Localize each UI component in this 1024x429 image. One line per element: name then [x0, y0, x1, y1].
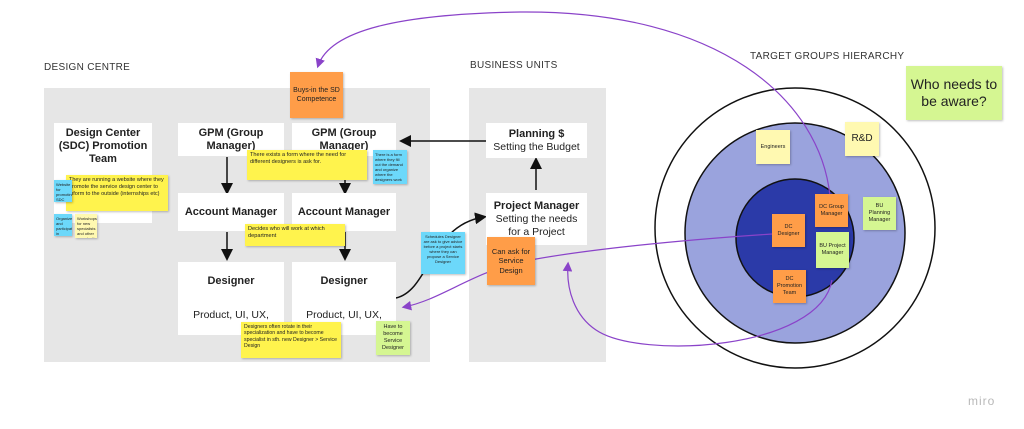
acct-right-title: Account Manager: [297, 205, 391, 218]
pm-sub: Setting the needs for a Project: [495, 212, 578, 238]
acct-left-title: Account Manager: [184, 205, 278, 218]
note-website-promoting: Website for promoting SDC: [54, 180, 72, 202]
note-schedules: Schedules Designer are ask to give advic…: [421, 232, 465, 274]
note-buys-in: Buys-in the SD Competence: [290, 72, 343, 118]
note-dc-promotion-team: DC Promotion Team: [773, 270, 806, 303]
note-decides: Decides who will work at which departmen…: [245, 224, 345, 246]
miro-logo: miro: [968, 394, 996, 408]
business-units-heading: BUSINESS UNITS: [470, 60, 558, 71]
note-have-to-become: Have to become Service Designer: [376, 321, 410, 355]
note-form-exists: There exists a form where the need for d…: [247, 150, 367, 180]
promo-team-title: Design Center (SDC) Promotion Team: [58, 127, 148, 165]
note-bu-project-manager: BU Project Manager: [816, 232, 849, 268]
gpm-left-title: GPM (Group Manager): [198, 126, 264, 152]
note-organize-events: Organize and participate in fairs/confer…: [54, 214, 72, 236]
planning-sub: Setting the Budget: [493, 140, 580, 153]
pm-card: Project Manager Setting the needs for a …: [486, 193, 587, 245]
gpm-right-title: GPM (Group Manager): [311, 126, 377, 152]
note-form-filled: There is a form where they fill out the …: [373, 150, 407, 184]
designer-right-sub: Product, UI, UX,: [306, 309, 382, 322]
designer-left-title: Designer: [207, 274, 255, 287]
note-can-ask: Can ask for Service Design: [487, 237, 535, 285]
note-dc-designer: DC Designer: [772, 214, 805, 247]
note-rnd: R&D: [845, 122, 879, 156]
designer-right-title: Designer: [320, 274, 368, 287]
design-centre-heading: DESIGN CENTRE: [44, 62, 131, 73]
pm-title: Project Manager: [493, 199, 580, 212]
designer-left-card: Designer Product, UI, UX,: [178, 262, 284, 335]
gpm-left-card: GPM (Group Manager): [178, 123, 284, 156]
note-bu-planning-manager: BU Planning Manager: [863, 197, 896, 230]
planning-title: Planning $: [508, 127, 565, 140]
acct-left-card: Account Manager: [178, 193, 284, 231]
note-dc-group-manager: DC Group Manager: [815, 194, 848, 227]
note-running-website: They are running a website where they pr…: [66, 175, 168, 211]
designer-left-sub: Product, UI, UX,: [193, 309, 269, 322]
note-who-needs: Who needs to be aware?: [906, 66, 1002, 120]
note-engineers: Engineers: [756, 130, 790, 164]
planning-card: Planning $ Setting the Budget: [486, 123, 587, 158]
note-workshops: Workshops for new specialists and other …: [75, 214, 97, 238]
target-groups-heading: TARGET GROUPS HIERARCHY: [750, 51, 905, 62]
note-rotate: Designers often rotate in their speciali…: [241, 322, 341, 358]
